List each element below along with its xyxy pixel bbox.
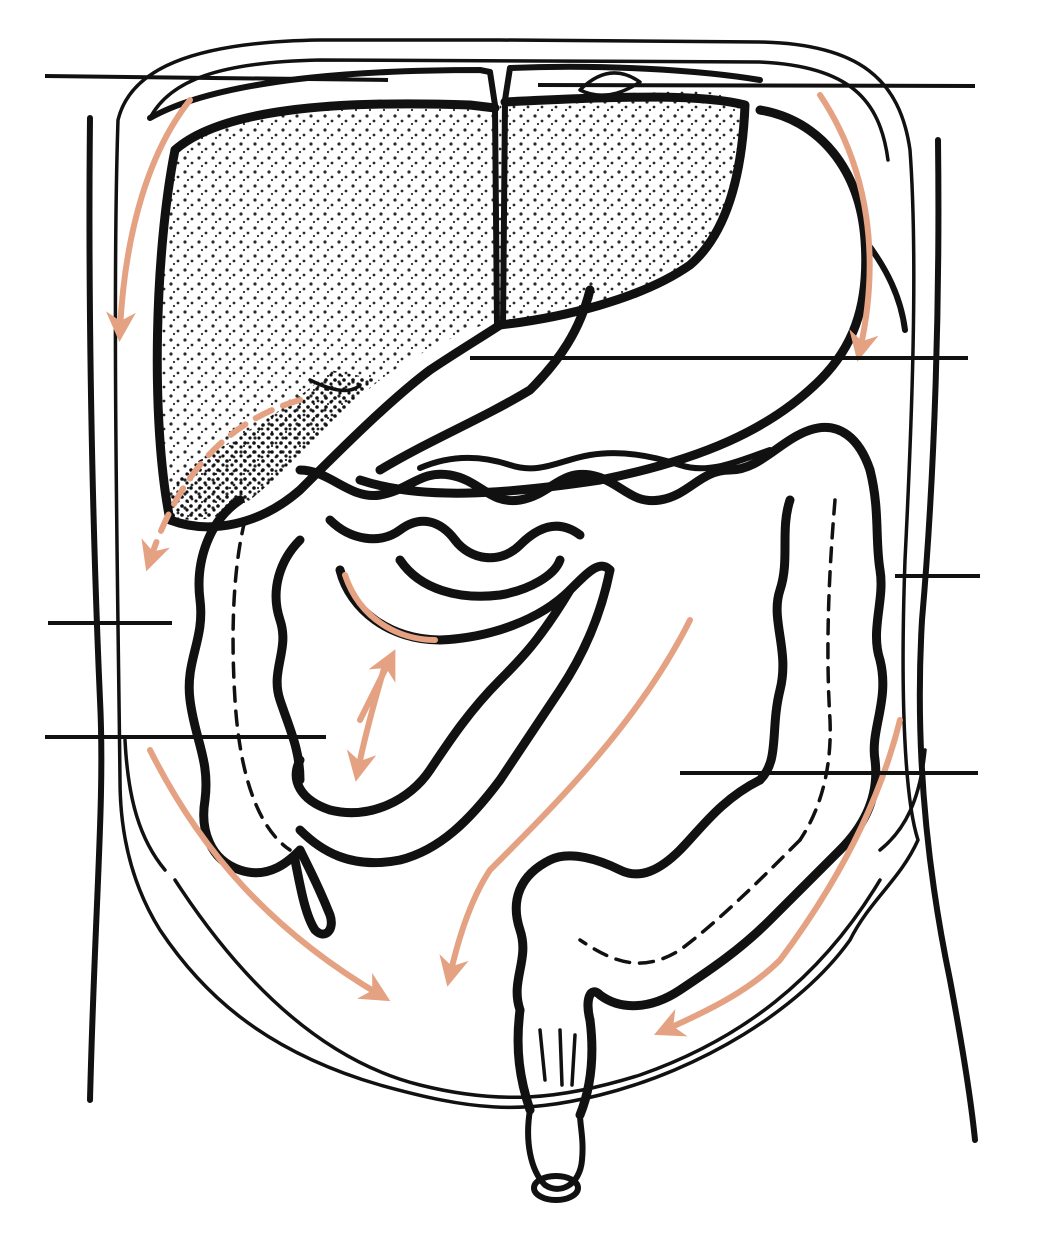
ascending-colon xyxy=(184,495,305,878)
flow-arrow-icon xyxy=(439,617,693,987)
appendix xyxy=(290,845,336,939)
liver xyxy=(152,90,750,532)
right-paracolic-outline xyxy=(123,738,927,872)
label-leaders xyxy=(44,74,980,775)
leader-line-1 xyxy=(44,74,389,82)
small-intestine xyxy=(291,555,615,868)
flow-arrow-icon xyxy=(141,397,303,572)
transverse-colon xyxy=(295,422,875,563)
flow-arrow-icon xyxy=(346,662,388,782)
descending-colon xyxy=(755,465,888,855)
diaphragm xyxy=(147,63,763,121)
flow-arrow-icon xyxy=(147,747,391,1002)
leader-line-2 xyxy=(537,83,976,88)
sigmoid-colon xyxy=(511,775,845,1203)
flow-arrow-icon xyxy=(342,572,438,643)
flow-arrow-icon xyxy=(817,92,879,362)
torso-outline xyxy=(86,115,978,1143)
flow-arrows xyxy=(105,92,903,1037)
flow-arrow-icon xyxy=(654,717,903,1037)
flow-arrow-icon xyxy=(105,97,193,342)
